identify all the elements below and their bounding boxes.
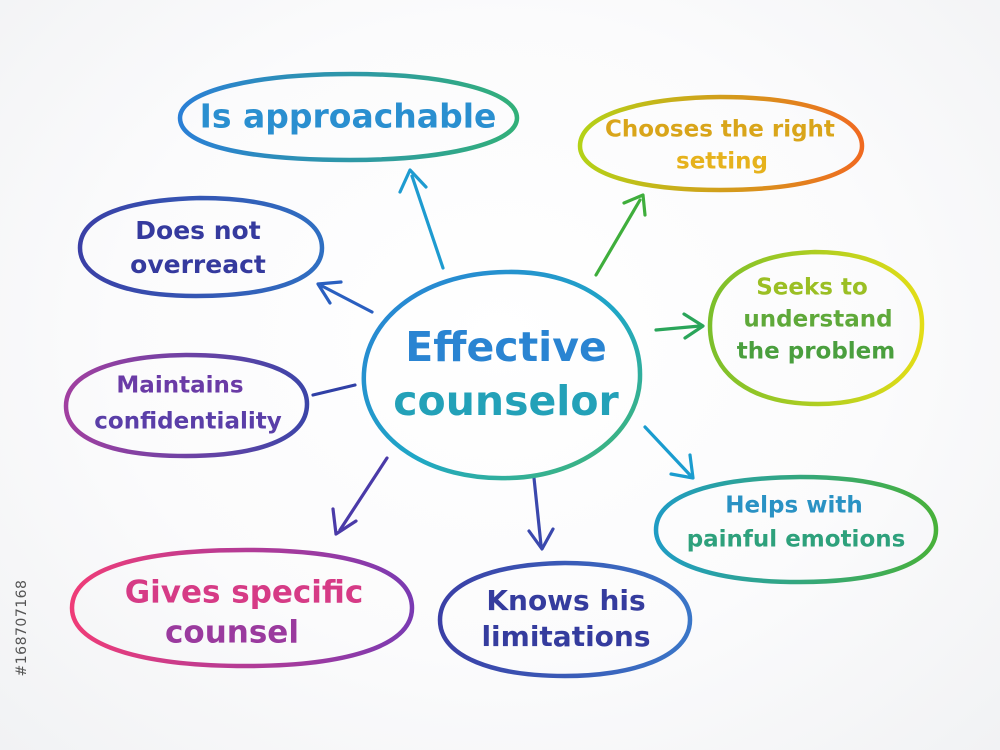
node-is-approachable: Is approachable	[177, 71, 520, 163]
node-emotions-line2: painful emotions	[687, 527, 906, 553]
arrow-to-approachable	[398, 168, 445, 270]
node-is-approachable-line1: Is approachable	[200, 97, 497, 136]
node-chooses-right-setting: Chooses the right setting	[577, 94, 865, 193]
stock-id-text: #168707168	[14, 579, 30, 677]
arrow-to-understand	[654, 312, 705, 340]
arrow-to-emotions	[643, 425, 695, 480]
node-specific-line2: counsel	[165, 615, 299, 651]
node-helps-painful-emotions: Helps with painful emotions	[653, 474, 939, 585]
node-specific-line1: Gives specific	[125, 575, 364, 611]
node-overreact-line2: overreact	[130, 250, 266, 279]
node-does-not-overreact: Does not overreact	[77, 195, 325, 299]
node-setting-line2: setting	[676, 149, 768, 175]
arrow-to-limitations	[527, 476, 555, 551]
arrow-to-overreact	[316, 280, 374, 314]
node-understand-line3: the problem	[737, 339, 896, 365]
node-knows-his-limitations: Knows his limitations	[437, 560, 693, 679]
node-confidentiality-line2: confidentiality	[94, 409, 281, 435]
arrow-to-specific	[331, 456, 389, 536]
node-limitations-line1: Knows his	[486, 584, 645, 617]
node-overreact-line1: Does not	[135, 216, 260, 245]
node-understand-line1: Seeks to	[756, 275, 868, 301]
node-setting-line1: Chooses the right	[605, 117, 835, 143]
center-title-line1: Effective	[405, 323, 607, 371]
stock-id-watermark: #168707168	[14, 518, 30, 738]
arrow-to-setting	[594, 193, 647, 277]
node-seeks-to-understand: Seeks to understand the problem	[707, 249, 925, 407]
node-maintains-confidentiality: Maintains confidentiality	[63, 352, 310, 459]
node-limitations-line2: limitations	[481, 620, 650, 653]
arrow-to-confidentiality	[311, 383, 357, 397]
node-emotions-line1: Helps with	[725, 493, 862, 519]
center-title-line2: counselor	[393, 377, 619, 425]
node-understand-line2: understand	[743, 307, 892, 333]
node-confidentiality-line1: Maintains	[116, 373, 243, 399]
center-node: Effective counselor	[361, 269, 643, 481]
node-gives-specific-counsel: Gives specific counsel	[69, 547, 415, 669]
